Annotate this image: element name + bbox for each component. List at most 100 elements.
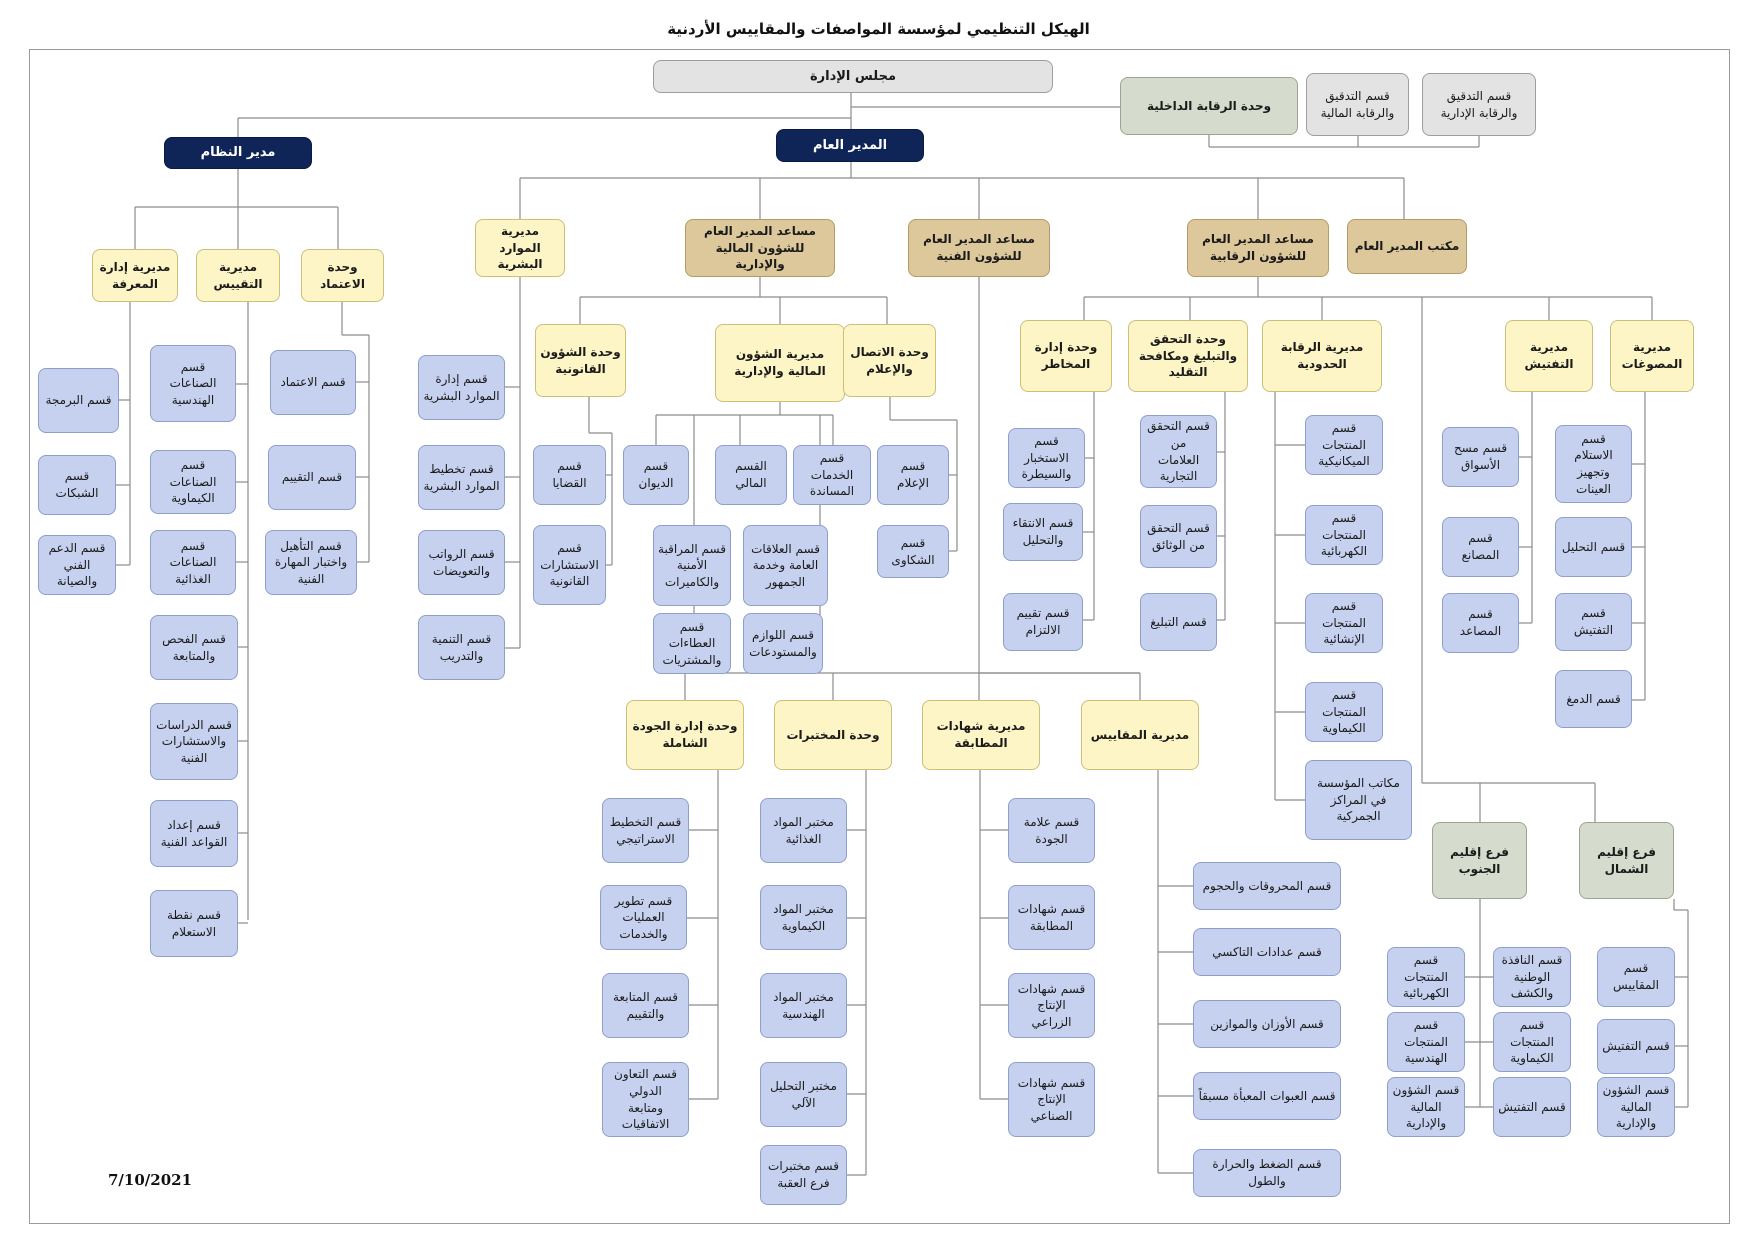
node-j-inspection: قسم التفتيش	[1555, 593, 1632, 651]
node-weights: قسم الأوزان والموازين	[1193, 1000, 1341, 1048]
node-acc-section: قسم الاعتماد	[270, 350, 356, 415]
node-labs-unit: وحدة المختبرات	[774, 700, 892, 770]
node-label: وحدة الرقابة الداخلية	[1146, 98, 1272, 113]
node-label: وحدة المختبرات	[786, 727, 880, 742]
node-board: مجلس الإدارة	[653, 60, 1053, 93]
chart-title: الهيكل التنظيمي لمؤسسة المواصفات والمقاي…	[667, 20, 1090, 38]
chart-date: 7/10/2021	[108, 1171, 193, 1189]
node-label: مدير النظام	[200, 145, 276, 161]
node-label: قسم التفتيش	[1602, 1039, 1670, 1054]
node-label: قسم التحليل	[1561, 539, 1626, 554]
node-metrology-directorate: مديرية المقاييس	[1081, 700, 1199, 770]
node-taxi-meters: قسم عدادات التاكسي	[1193, 928, 1341, 976]
node-label: قسم البرمجة	[45, 393, 112, 408]
node-label: مديرية المقاييس	[1090, 727, 1190, 742]
node-label: مجلس الإدارة	[809, 68, 897, 84]
node-label: قسم المحروقات والحجوم	[1202, 878, 1332, 893]
node-label: قسم التفتيش	[1498, 1099, 1566, 1114]
node-label: قسم التقييم	[281, 470, 343, 485]
node-label: قسم العبوات المعبأة مسبقاً	[1198, 1088, 1336, 1103]
